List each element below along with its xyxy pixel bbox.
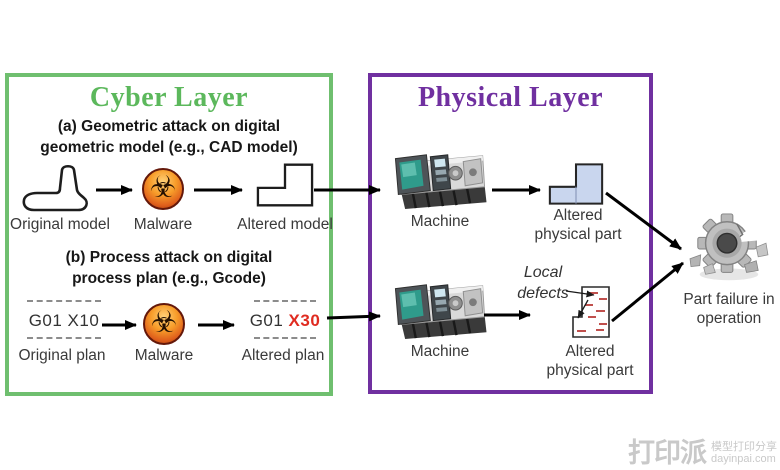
cnc-machine-image-top [394,154,487,210]
attack-a-heading-line1: (a) Geometric attack on digital [57,118,281,135]
malware-label-a: Malware [133,216,193,233]
altered-part-bottom-line2: physical part [546,362,634,379]
altered-plan-label: Altered plan [241,347,325,364]
altered-physical-part-label-top: Altered physical part [508,206,648,244]
altered-part-bottom-line1: Altered [565,343,615,360]
attack-b-heading-line1: (b) Process attack on digital [65,249,273,266]
altered-gcode-prefix: G01 [249,311,289,330]
watermark-tagline: 模型打印分享 [711,441,777,453]
biohazard-glyph: ☣ [149,170,177,205]
dashed-separator [27,337,101,339]
part-failure-line2: operation [696,310,762,327]
malware-label-b: Malware [134,347,194,364]
watermark-site: dayinpai.com [711,453,776,465]
malware-biohazard-icon: ☣ [143,303,185,345]
original-model-shape [22,164,88,212]
altered-part-top-line1: Altered [553,207,603,224]
attack-b-heading-line2: process plan (e.g., Gcode) [72,270,266,287]
original-gcode-text: G01 X10 [28,311,100,330]
dashed-separator [254,300,316,302]
physical-layer-title: Physical Layer [417,82,604,113]
attack-a-heading: (a) Geometric attack on digital geometri… [5,116,333,158]
local-defects-note: Local defects [488,262,598,304]
cyber-layer-box [5,73,333,396]
altered-model-shape [256,163,314,207]
original-model-label: Original model [10,216,110,233]
attack-b-heading: (b) Process attack on digital process pl… [5,247,333,289]
malware-biohazard-icon: ☣ [142,168,184,210]
local-defects-line2: defects [517,285,569,302]
original-gcode-block: G01 X10 [18,300,110,339]
dashed-separator [254,337,316,339]
altered-part-top-line2: physical part [534,226,622,243]
altered-model-label: Altered model [237,216,333,233]
defective-physical-part-shape [572,286,610,338]
cyber-layer-title: Cyber Layer [89,82,249,113]
machine-label-top: Machine [410,213,470,230]
part-failure-line1: Part failure in [683,291,775,308]
part-failure-label: Part failure in operation [658,290,780,328]
altered-gcode-changed-value: X30 [288,311,321,330]
machine-label-bottom: Machine [410,343,470,360]
altered-gcode-text: G01 X30 [242,309,328,333]
attack-a-heading-line2: geometric model (e.g., CAD model) [40,139,298,156]
watermark-logo: 打印派 [628,438,707,468]
original-plan-label: Original plan [18,347,106,364]
broken-gear-image [689,213,769,281]
dashed-separator [27,300,101,302]
watermark-text-column: 模型打印分享 dayinpai.com [711,441,777,465]
local-defects-line1: Local [523,264,563,281]
biohazard-glyph: ☣ [150,305,178,340]
altered-physical-part-shape [548,163,604,205]
cnc-machine-image-bottom [394,284,487,340]
watermark: 打印派 模型打印分享 dayinpai.com [628,438,777,468]
altered-gcode-block: G01 X30 [242,300,328,339]
altered-physical-part-label-bottom: Altered physical part [520,342,660,380]
